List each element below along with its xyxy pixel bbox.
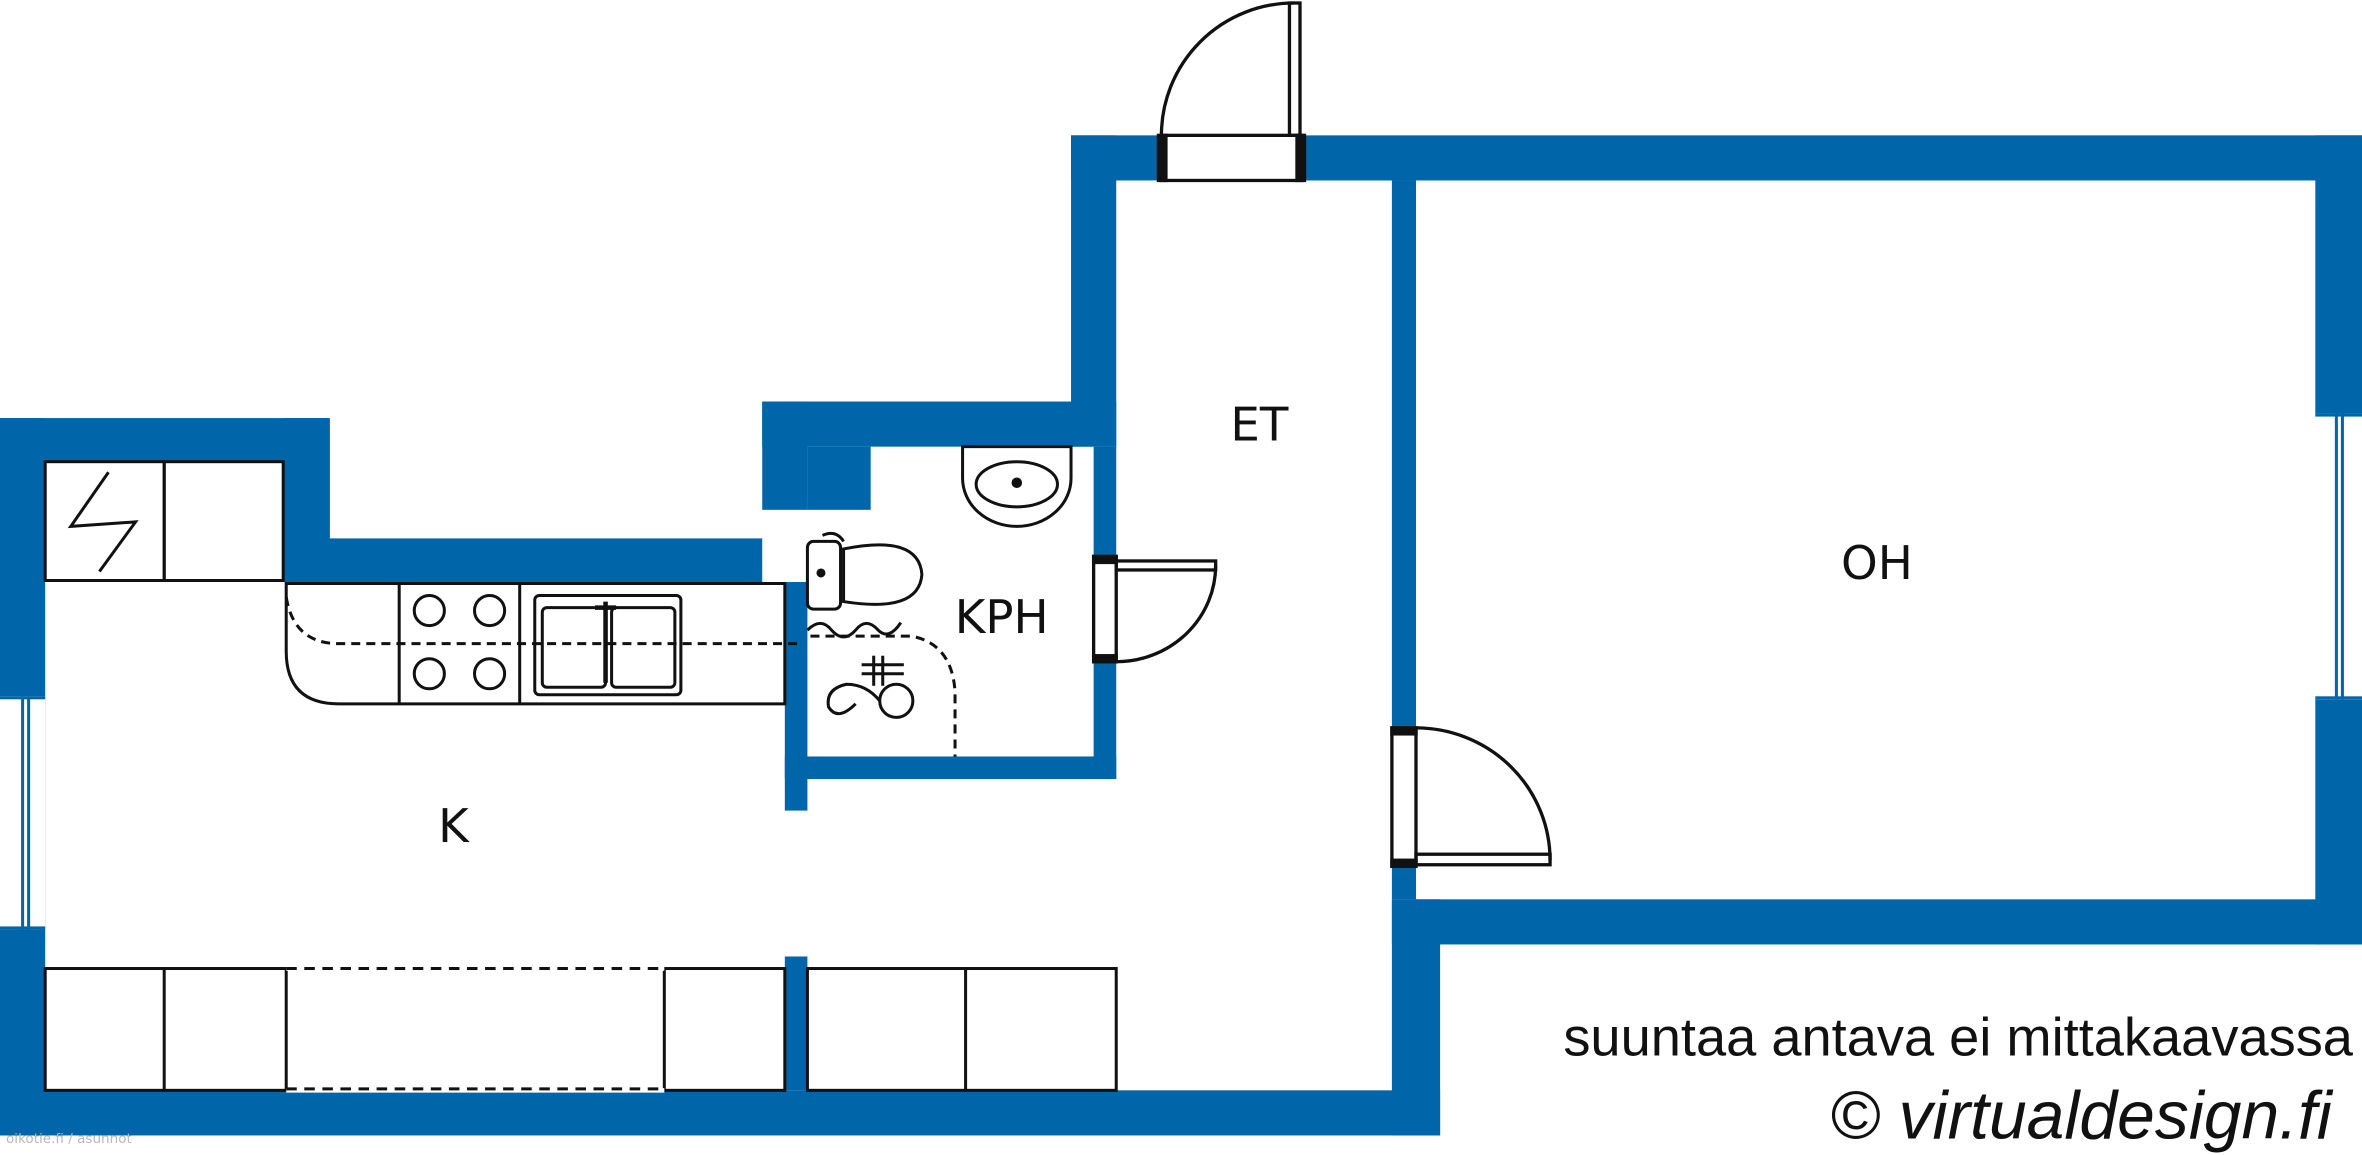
living-south-wall <box>1391 899 2362 945</box>
front-door <box>1156 1 1307 183</box>
kitchen-upper-wall <box>283 538 763 583</box>
room-label-kitchen: K <box>438 800 470 854</box>
entrance-west-wall-upper <box>1071 135 1117 447</box>
kitchen-counter <box>284 582 787 706</box>
bath-east-wall-lower <box>1093 661 1117 780</box>
bath-west-wall <box>762 401 808 510</box>
room-label-living-room: OH <box>1841 537 1913 591</box>
counter-dashed-line <box>284 596 799 646</box>
room-label-entrance: ET <box>1230 399 1289 453</box>
south-wall <box>0 1090 1441 1136</box>
doors <box>1091 1 1552 868</box>
walls <box>0 135 2362 1136</box>
room-label-bathroom: KPH <box>955 591 1049 645</box>
shower-curtain-line <box>810 634 957 757</box>
living-room-door <box>1390 726 1552 868</box>
living-room-window <box>2315 413 2362 700</box>
shower-drain-line <box>806 621 903 639</box>
kitchen-north-wall <box>0 418 329 462</box>
windows <box>0 413 2362 930</box>
bath-north-wall <box>762 401 1117 447</box>
toilet <box>805 531 924 611</box>
scale-note: suuntaa antava ei mittakaavassa <box>1563 1008 2354 1068</box>
upper-cabinet <box>162 460 285 583</box>
bath-east-wall-upper <box>1093 446 1117 557</box>
copyright-credit: © virtualdesign.fi <box>1830 1079 2334 1154</box>
bathroom-fixtures <box>805 445 1073 757</box>
living-east-wall-upper <box>2315 135 2362 414</box>
bath-west-partition <box>784 582 808 811</box>
north-wall-right <box>1301 135 2362 181</box>
kitchen-fixtures <box>43 460 1118 1093</box>
partition-et-oh-upper <box>1391 180 1416 728</box>
stove-burners <box>412 594 507 691</box>
north-wall-left <box>1071 135 1162 181</box>
lightning-icon <box>67 471 139 573</box>
kitchen-low-partition <box>784 956 808 1091</box>
kitchen-sink <box>533 594 683 697</box>
bathroom-door <box>1091 554 1218 664</box>
bath-south-wall <box>784 756 1117 780</box>
bath-corner-block <box>807 446 871 510</box>
kitchen-window <box>0 696 46 930</box>
lower-cabinets <box>43 966 1118 1093</box>
watermark: oikotie.fi / asunnot <box>6 1131 132 1147</box>
bathroom-sink <box>961 445 1073 528</box>
partition-et-oh-lower <box>1391 866 1416 900</box>
bidet-shower <box>826 655 915 719</box>
